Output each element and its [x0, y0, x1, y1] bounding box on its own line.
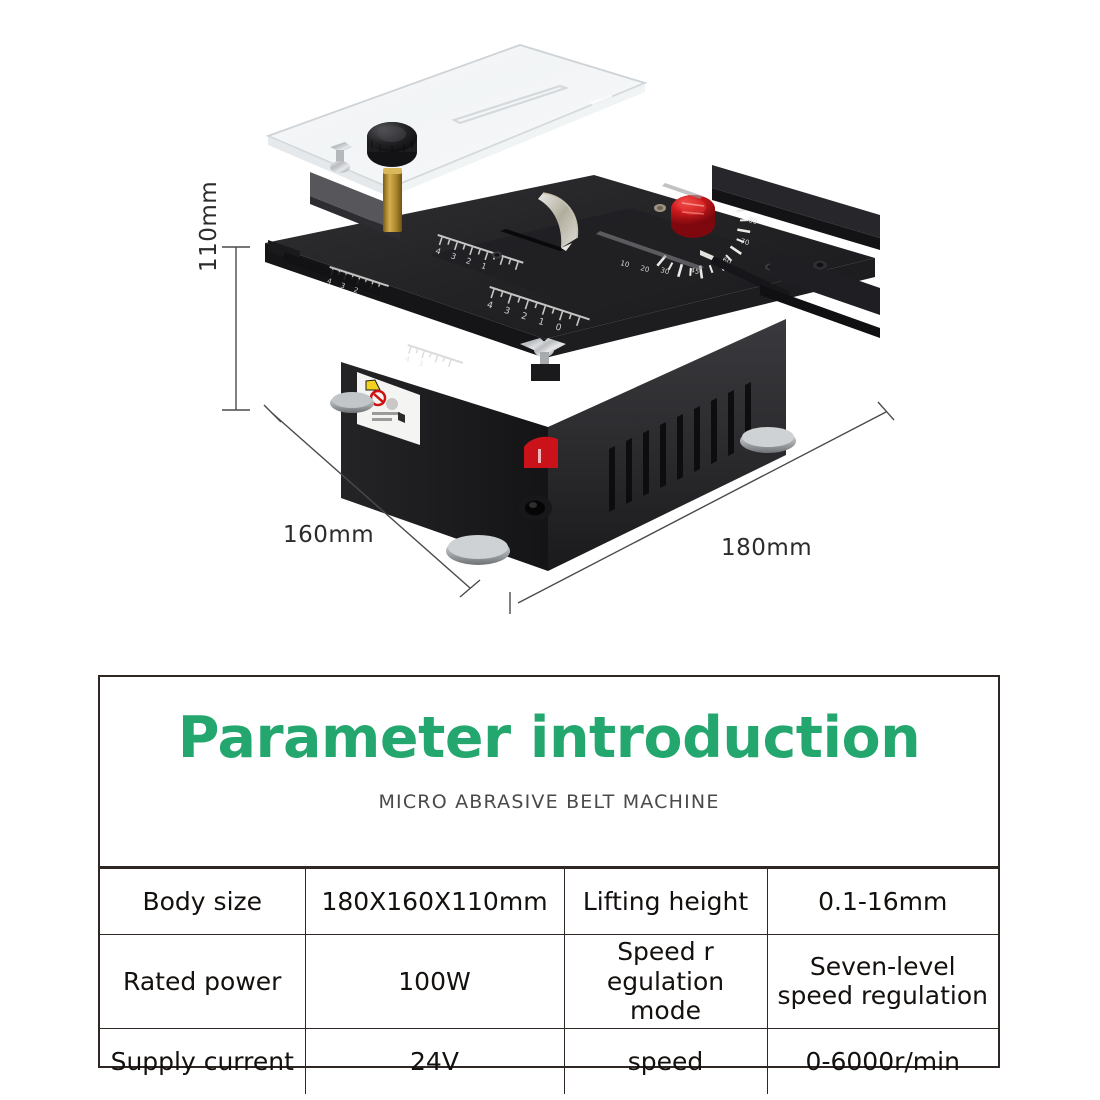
- parameter-panel: Parameter introduction MICRO ABRASIVE BE…: [98, 675, 1000, 1094]
- svg-text:60: 60: [722, 256, 733, 266]
- spec-value-speed-regulation-mode: Seven-level speed regulation: [766, 934, 998, 1029]
- specification-table: Body size 180X160X110mm Lifting height 0…: [100, 868, 998, 1094]
- svg-text:3: 3: [417, 359, 424, 368]
- brass-post: [383, 170, 402, 232]
- spec-value-body-size: 180X160X110mm: [304, 868, 565, 935]
- dimension-label-depth: 160mm: [283, 522, 375, 548]
- ventilation-slots: [609, 382, 751, 512]
- spec-value-rated-power: 100W: [304, 934, 565, 1029]
- wing-nut: [520, 338, 566, 381]
- svg-text:80: 80: [748, 216, 759, 226]
- spec-label-speed: speed: [563, 1027, 768, 1094]
- svg-text:4: 4: [404, 355, 411, 364]
- svg-text:1: 1: [537, 317, 546, 328]
- svg-text:10: 10: [620, 259, 631, 269]
- guard-bolt: [330, 142, 352, 173]
- product-photo: 4 3 2 1: [196, 44, 895, 614]
- spec-value-line-2: speed regulation: [777, 981, 988, 1011]
- svg-text:20: 20: [640, 264, 651, 274]
- panel-header: Parameter introduction MICRO ABRASIVE BE…: [100, 677, 998, 868]
- svg-text:2: 2: [520, 311, 529, 322]
- spec-value-lifting-height: 0.1-16mm: [766, 868, 998, 935]
- table-ruler-scales: 4 3 2 1: [326, 234, 590, 368]
- dimension-label-width: 180mm: [721, 535, 813, 561]
- spec-label-body-size: Body size: [100, 868, 306, 935]
- svg-text:4: 4: [434, 246, 442, 256]
- spec-value-speed: 0-6000r/min: [766, 1027, 998, 1094]
- acrylic-blade-guard: [265, 44, 648, 197]
- table-row: Supply current 24V speed 0-6000r/min: [100, 1027, 998, 1094]
- spec-value-line-1: Seven-level: [809, 951, 956, 981]
- svg-text:3: 3: [503, 306, 512, 317]
- dimension-lines: [222, 246, 895, 614]
- spec-value-supply-current: 24V: [304, 1027, 565, 1094]
- svg-text:45: 45: [690, 266, 701, 276]
- guard-bracket: [310, 172, 400, 232]
- svg-text:0: 0: [554, 322, 563, 333]
- svg-text:4: 4: [485, 300, 494, 311]
- dimension-label-height: 110mm: [196, 180, 222, 272]
- svg-text:30: 30: [660, 266, 671, 276]
- svg-text:3: 3: [339, 281, 346, 290]
- spec-label-speed-regulation-mode: Speed r egulation mode: [563, 934, 768, 1029]
- svg-text:2: 2: [353, 286, 360, 295]
- table-row: Body size 180X160X110mm Lifting height 0…: [100, 868, 998, 935]
- spec-label-line-2: egulation mode: [606, 966, 725, 1026]
- svg-text:4: 4: [326, 277, 333, 286]
- page-title: Parameter introduction: [177, 705, 921, 771]
- svg-text:70: 70: [740, 237, 751, 247]
- product-illustration: 4 3 2 1: [222, 44, 895, 614]
- warning-label: [357, 372, 420, 445]
- miter-fence: [712, 165, 880, 238]
- spec-label-line-1: Speed r: [617, 937, 714, 966]
- height-adjust-knob: [367, 122, 417, 167]
- spec-label-lifting-height: Lifting height: [563, 868, 768, 935]
- page-subtitle: MICRO ABRASIVE BELT MACHINE: [378, 790, 720, 813]
- saw-blade: [538, 192, 579, 251]
- spec-label-rated-power: Rated power: [100, 934, 306, 1029]
- spec-label-supply-current: Supply current: [100, 1027, 306, 1094]
- rubber-feet: [330, 392, 796, 565]
- svg-text:2: 2: [465, 256, 473, 266]
- table-row: Rated power 100W Speed r egulation mode …: [100, 934, 998, 1029]
- svg-text:1: 1: [480, 261, 488, 271]
- svg-text:3: 3: [450, 251, 458, 261]
